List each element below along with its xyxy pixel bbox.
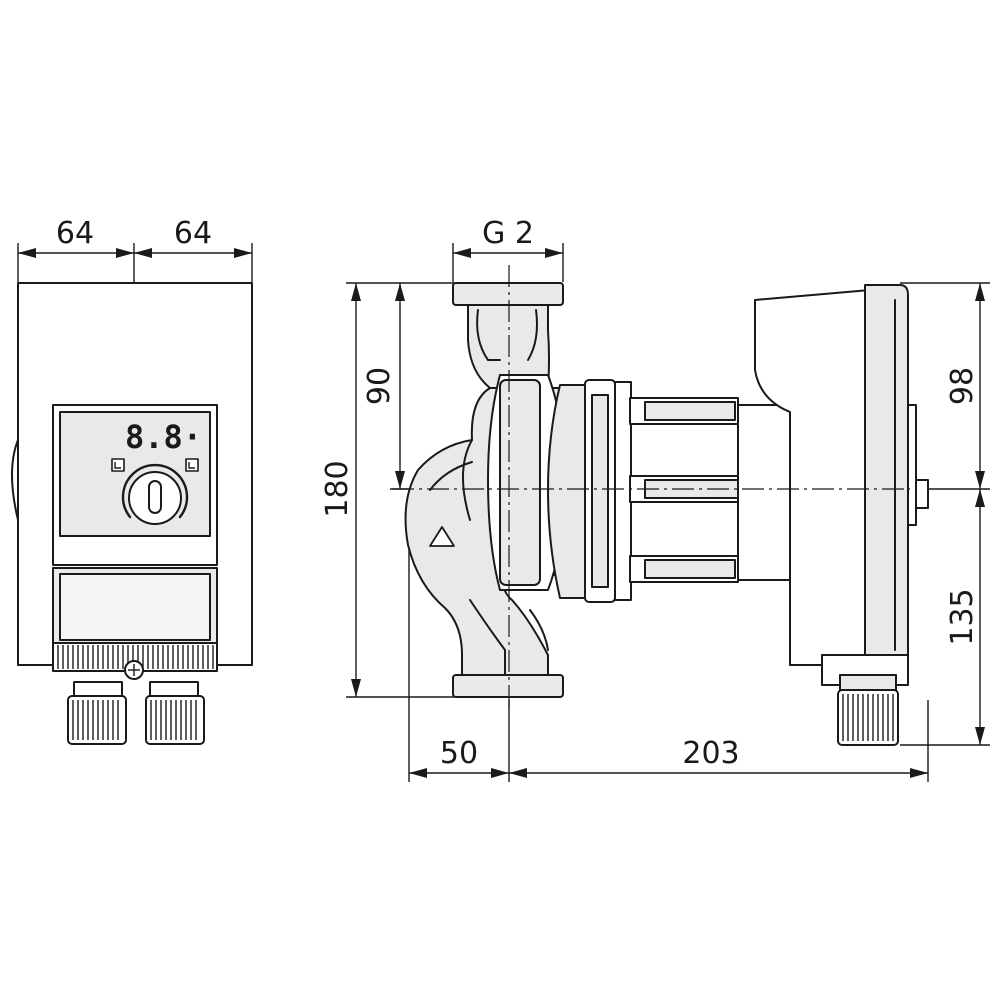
screw-icon [124,660,144,680]
dim-label-length: 203 [682,736,739,771]
cable-gland-left [67,681,127,745]
dim-label-total-height: 180 [320,460,355,517]
side-view: G 2 90 180 98 135 [320,216,990,782]
connection-dimension: G 2 [452,216,564,282]
cable-gland-right [145,681,205,745]
motor-studs [629,397,793,583]
dim-label-connection: G 2 [482,216,534,251]
dim-label-width-right: 64 [174,216,212,251]
front-width-dimension: 64 64 [17,216,253,284]
mode-right-icon [185,458,199,472]
flow-direction-icon [429,526,455,547]
control-knob-icon [121,463,189,525]
length-dimensions: 50 203 [408,540,929,782]
motor-height-dimensions: 98 135 [900,282,990,746]
bottom-flange [452,674,564,698]
mode-left-icon [111,458,125,472]
top-flange [452,282,564,306]
dim-label-half-height: 90 [362,367,397,405]
dim-label-width-left: 64 [56,216,94,251]
front-view: 64 64 8.8· [11,216,253,745]
dim-label-upper-motor: 98 [945,367,980,405]
dim-label-lower-motor: 135 [945,588,980,645]
height-dimensions: 90 180 [320,282,455,698]
dim-label-offset: 50 [440,736,478,771]
motor-electronics-housing [737,284,929,746]
display-readout: 8.8· [125,418,202,456]
pump-housing [404,282,642,698]
